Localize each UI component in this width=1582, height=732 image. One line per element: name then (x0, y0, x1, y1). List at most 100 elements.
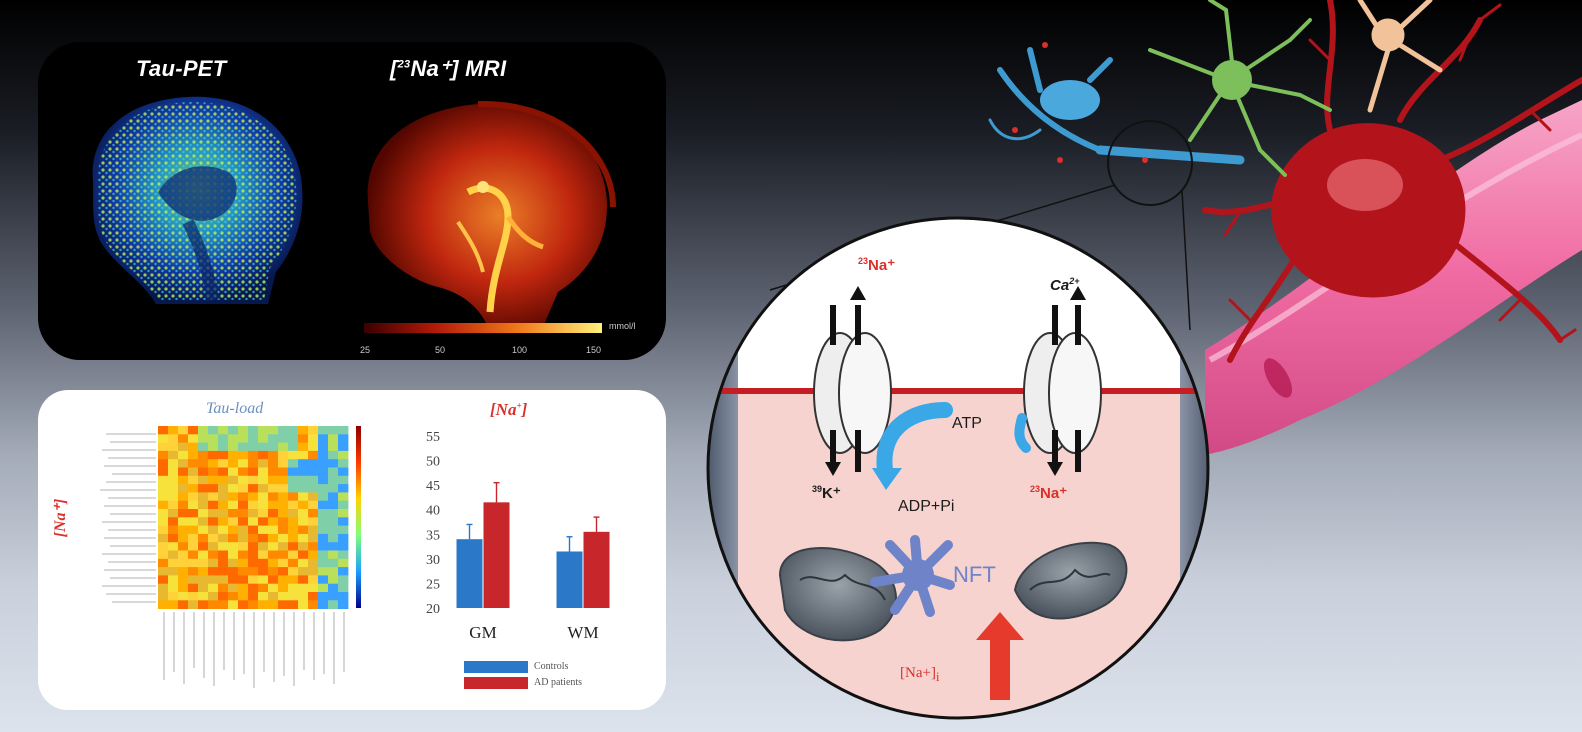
mitochondrion-left (778, 547, 897, 642)
heatmap-cell (198, 517, 209, 526)
heatmap-cell (268, 467, 279, 477)
heatmap-cell (218, 583, 229, 593)
heatmap-cell (278, 592, 289, 601)
heatmap-cell (188, 550, 199, 560)
heatmap-cell (258, 592, 269, 601)
heatmap-cell (158, 583, 169, 593)
heatmap-cell (268, 525, 279, 535)
magnified-circle-border (706, 216, 1210, 720)
heatmap-cell (228, 459, 239, 468)
heatmap-cell (288, 442, 299, 452)
heatmap-cell (158, 459, 169, 468)
heatmap-cell (328, 592, 339, 601)
y-tick-label: 20 (426, 602, 440, 617)
heatmap-cell (338, 525, 349, 535)
heatmap-cell (188, 567, 199, 576)
heatmap-cell (218, 533, 229, 543)
heatmap-cell (328, 500, 339, 510)
heatmap-cell (208, 475, 219, 485)
heatmap-cell (338, 459, 349, 468)
heatmap-cell (168, 600, 179, 609)
heatmap-cell (168, 450, 179, 460)
heatmap-cell (238, 434, 249, 443)
heatmap-cell (338, 484, 349, 493)
heatmap-cell (288, 500, 299, 510)
heatmap-cell (178, 558, 189, 568)
legend-label-ad: AD patients (534, 677, 583, 688)
heatmap-cell (188, 583, 199, 593)
heatmap-cell (308, 442, 319, 452)
heatmap-cell (278, 542, 289, 551)
heatmap-cell (188, 600, 199, 609)
heatmap-cell (318, 583, 329, 593)
heatmap-cell (268, 475, 279, 485)
heatmap-cell (298, 450, 309, 460)
heatmap-cell (218, 450, 229, 460)
zoom-circle (1107, 120, 1193, 206)
heatmap-cell (208, 567, 219, 576)
heatmap-cell (228, 525, 239, 535)
heatmap-cell (228, 567, 239, 576)
heatmap-cell (208, 575, 219, 585)
heatmap-cell (218, 492, 229, 502)
heatmap-cell (208, 525, 219, 535)
heatmap-cell (168, 509, 179, 518)
heatmap-cell (258, 509, 269, 518)
label-intracellular-sodium: [Na+]i (900, 665, 940, 684)
legend-label-controls: Controls (534, 661, 569, 672)
heatmap-cell (298, 575, 309, 585)
label-calcium: Ca2+ (1050, 276, 1080, 294)
heatmap-cell (258, 459, 269, 468)
y-tick-label: 40 (426, 504, 440, 519)
heatmap-cell (158, 517, 169, 526)
heatmap-cell (328, 434, 339, 443)
heatmap-cell (238, 525, 249, 535)
heatmap-cell (238, 550, 249, 560)
heatmap-cell (308, 583, 319, 593)
heatmap-cell (278, 442, 289, 452)
heatmap-cell (318, 592, 329, 601)
heatmap-cell (328, 450, 339, 460)
heatmap-cell (318, 500, 329, 510)
heatmap-cell (218, 459, 229, 468)
atp-arrow (876, 402, 953, 478)
heatmap-cell (338, 558, 349, 568)
heatmap-cell (308, 517, 319, 526)
heatmap-cell (298, 500, 309, 510)
heatmap-cell (168, 575, 179, 585)
heatmap-cell (198, 542, 209, 551)
heatmap-cell (208, 558, 219, 568)
heatmap-cell (298, 475, 309, 485)
heatmap-cell (228, 533, 239, 543)
heatmap-cell (338, 592, 349, 601)
y-tick-label: 45 (426, 479, 440, 494)
heatmap-cell (258, 492, 269, 502)
heatmap-cell (218, 550, 229, 560)
heatmap-cell (288, 467, 299, 477)
heatmap-cell (228, 492, 239, 502)
heatmap-cell (328, 583, 339, 593)
heatmap-cell (228, 550, 239, 560)
heatmap-cell (288, 567, 299, 576)
heatmap-cell (208, 533, 219, 543)
heatmap-cell (198, 492, 209, 502)
heatmap-cell (218, 434, 229, 443)
heatmap-cell (318, 575, 329, 585)
x-category-label: GM (469, 623, 496, 642)
heatmap-cell (308, 550, 319, 560)
heatmap-cell (198, 533, 209, 543)
heatmap-cell (188, 500, 199, 510)
heatmap-cell (338, 583, 349, 593)
heatmap-cell (248, 426, 259, 435)
heatmap-cell (218, 442, 229, 452)
heatmap-cell (158, 575, 169, 585)
heatmap-cell (178, 575, 189, 585)
heatmap-cell (158, 533, 169, 543)
heatmap-cell (188, 484, 199, 493)
heatmap-cell (188, 592, 199, 601)
heatmap-cell (328, 567, 339, 576)
cell-membrane (708, 388, 1208, 394)
heatmap-cell (238, 517, 249, 526)
heatmap-cell (268, 583, 279, 593)
heatmap-cell (328, 442, 339, 452)
